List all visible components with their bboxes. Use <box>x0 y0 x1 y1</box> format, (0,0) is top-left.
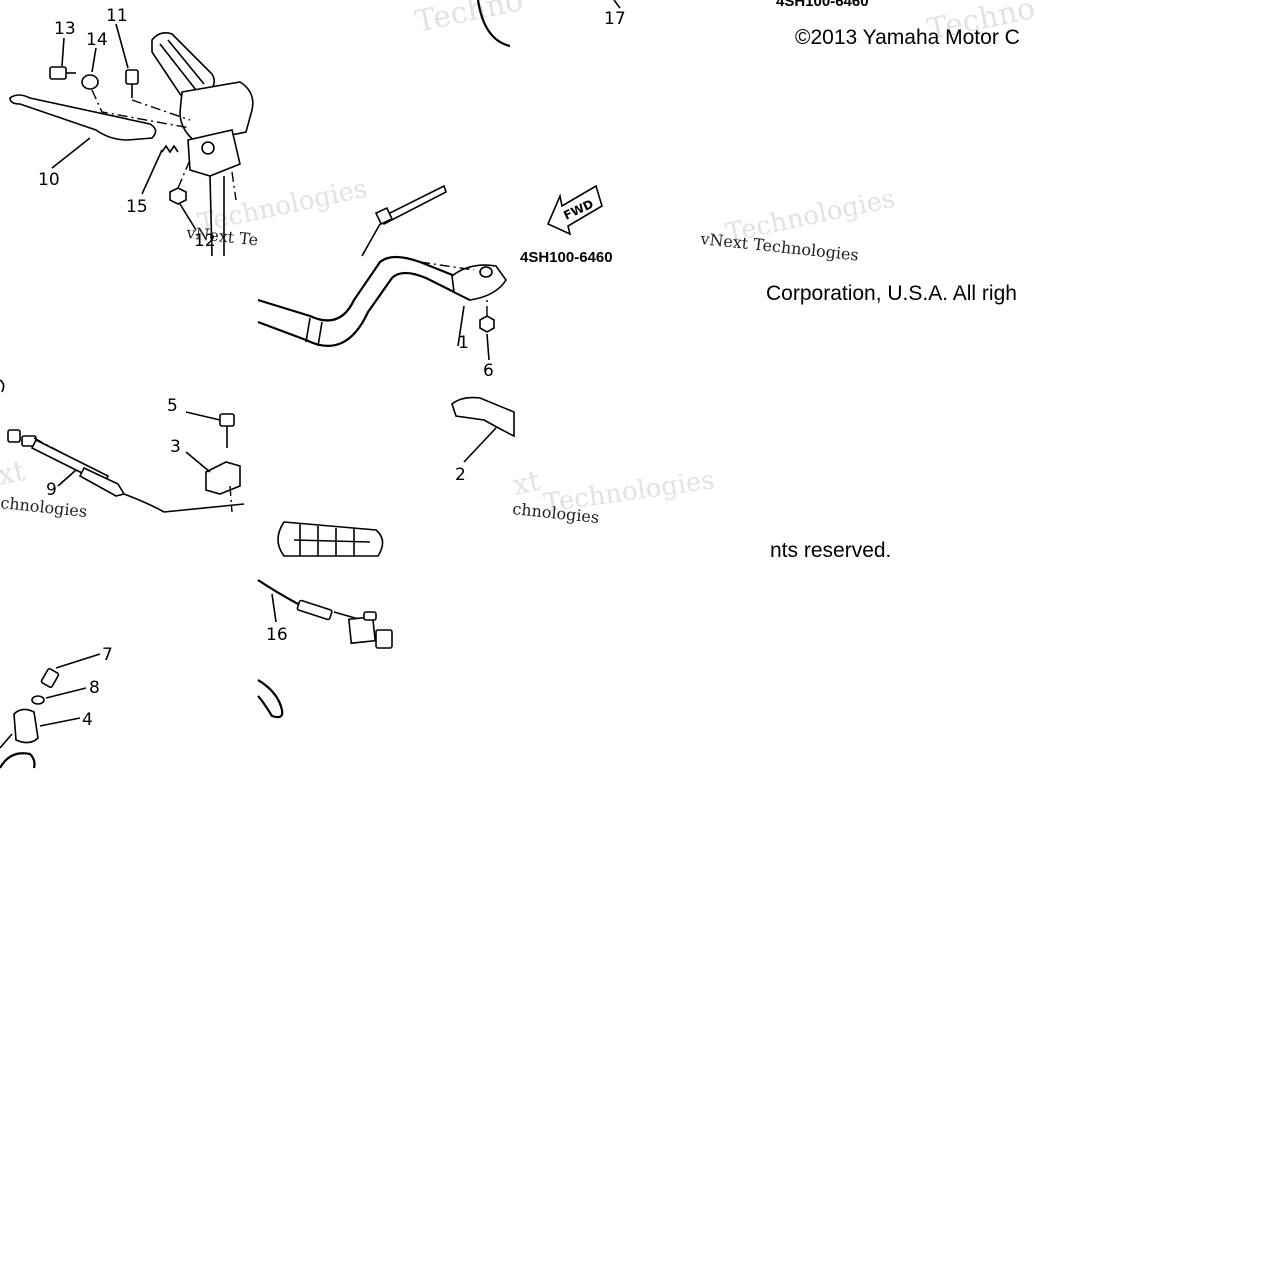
callout-number: 13 <box>54 19 76 39</box>
watermark: xt <box>510 464 544 502</box>
brake-switch-part <box>205 461 241 495</box>
callout-number: 4 <box>82 710 93 730</box>
callout-number: 3 <box>170 437 181 457</box>
clutch-lever-part <box>9 94 157 141</box>
copyright-text-line-1: ©2013 Yamaha Motor C <box>795 26 1020 49</box>
callout-number: 7 <box>102 645 113 665</box>
front-brake-switch-assembly <box>0 379 245 513</box>
callout-number: 9 <box>46 480 57 500</box>
throttle-grip-part <box>277 521 384 557</box>
callout-number: 5 <box>167 396 178 416</box>
switch-housing-part <box>179 81 254 143</box>
callout-number: 14 <box>86 30 108 50</box>
right-grip-assembly <box>257 521 393 719</box>
switch-holder-part <box>13 708 39 744</box>
diagram-code: 4SH100-6460 <box>776 0 869 10</box>
callout-number: 12 <box>194 231 216 251</box>
copyright-text-line-3: nts reserved. <box>770 539 891 562</box>
lever-perch-part <box>187 129 241 177</box>
diagram-code: 4SH100-6460 <box>520 249 613 266</box>
copyright-text-line-2: Corporation, U.S.A. All righ <box>766 282 1017 305</box>
callout-number: 10 <box>38 170 60 190</box>
watermark: xt <box>0 454 29 492</box>
callout-number: 11 <box>106 6 128 26</box>
callout-number: 16 <box>266 625 288 645</box>
callout-number: 15 <box>126 197 148 217</box>
brake-lever-part <box>451 396 515 438</box>
callout-number: 17 <box>604 9 626 29</box>
callout-number: 1 <box>458 333 469 353</box>
callout-labels: 1 2 3 4 5 6 7 8 9 10 11 12 13 14 15 16 1… <box>38 0 626 730</box>
diagram-text: 4SH100-6460 4SH100-6460 ©2013 Yamaha Mot… <box>520 0 1020 562</box>
handlebar-assembly: FWD <box>257 0 603 463</box>
forward-arrow-icon <box>546 184 603 236</box>
switch-holder-assembly <box>0 653 101 769</box>
watermark: Techno <box>412 0 526 40</box>
left-lever-assembly <box>9 23 254 257</box>
watermark: chnologies <box>0 493 88 521</box>
lever-holder-part <box>451 264 507 301</box>
callout-number: 2 <box>455 465 466 485</box>
callout-number: 8 <box>89 678 100 698</box>
connector-part <box>347 615 377 645</box>
callout-number: 6 <box>483 361 494 381</box>
